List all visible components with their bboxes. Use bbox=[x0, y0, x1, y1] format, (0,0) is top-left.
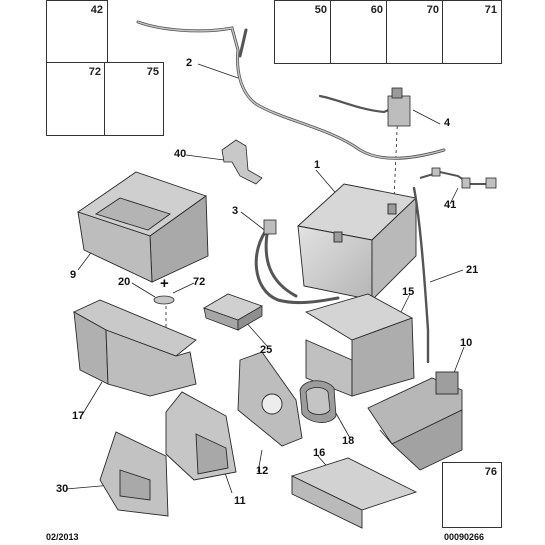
part-number: 60 bbox=[370, 4, 383, 16]
callout-11[interactable]: 11 bbox=[234, 495, 246, 507]
callout-16[interactable]: 16 bbox=[313, 447, 326, 459]
part-number: 42 bbox=[90, 4, 103, 16]
control-module-25 bbox=[203, 293, 263, 331]
callout-41[interactable]: 41 bbox=[444, 199, 457, 211]
callout-9[interactable]: 9 bbox=[70, 269, 77, 281]
part-box-75[interactable]: 75 bbox=[104, 62, 164, 136]
callout-30[interactable]: 30 bbox=[56, 483, 69, 495]
part-box-70[interactable]: 70 bbox=[386, 0, 444, 64]
part-number: 75 bbox=[146, 66, 159, 78]
callout-3[interactable]: 3 bbox=[232, 205, 239, 217]
part-number: 76 bbox=[484, 466, 497, 478]
cable-harness-2-outline bbox=[137, 21, 445, 159]
callout-15[interactable]: 15 bbox=[402, 286, 415, 298]
plus-sign: + bbox=[160, 275, 169, 292]
bracket-11 bbox=[165, 391, 237, 481]
insulation-cover-15 bbox=[304, 293, 415, 397]
support-bracket-17 bbox=[73, 299, 197, 397]
part-box-76[interactable]: 76 bbox=[442, 462, 502, 528]
battery-1 bbox=[297, 183, 417, 302]
terminal-clamp-4 bbox=[387, 87, 411, 127]
battery-tray-9 bbox=[77, 171, 209, 283]
callout-12[interactable]: 12 bbox=[256, 465, 269, 477]
lead-21 bbox=[412, 186, 430, 364]
callout-20[interactable]: 20 bbox=[118, 276, 131, 288]
ground-strap-41-tabs bbox=[431, 167, 497, 189]
washer-20 bbox=[153, 295, 175, 305]
part-box-42[interactable]: 42 bbox=[46, 0, 108, 64]
callout-10[interactable]: 10 bbox=[460, 337, 473, 349]
floor-mat-16 bbox=[290, 457, 418, 529]
callout-2[interactable]: 2 bbox=[186, 57, 193, 69]
footer-date: 02/2013 bbox=[46, 532, 79, 542]
seal-18 bbox=[299, 380, 337, 423]
part-number: 72 bbox=[88, 66, 101, 78]
callout-18[interactable]: 18 bbox=[342, 435, 355, 447]
part-box-72[interactable]: 72 bbox=[46, 62, 106, 136]
callout-17[interactable]: 17 bbox=[72, 410, 85, 422]
negative-cable-3 bbox=[254, 226, 340, 305]
battery-cover-10 bbox=[367, 371, 463, 471]
ground-strap-41 bbox=[419, 170, 492, 185]
callout-72[interactable]: 72 bbox=[193, 276, 206, 288]
bracket-12 bbox=[237, 351, 303, 447]
callout-4[interactable]: 4 bbox=[444, 117, 451, 129]
callout-1[interactable]: 1 bbox=[314, 159, 321, 171]
part-number: 71 bbox=[484, 4, 497, 16]
part-number: 50 bbox=[314, 4, 327, 16]
part-box-71[interactable]: 71 bbox=[442, 0, 502, 64]
footer-reference: 00090266 bbox=[444, 532, 485, 542]
callout-25[interactable]: 25 bbox=[260, 344, 273, 356]
bracket-40 bbox=[221, 139, 263, 185]
callout-40[interactable]: 40 bbox=[174, 148, 187, 160]
negative-clamp bbox=[263, 219, 277, 235]
leader-lines bbox=[65, 63, 465, 494]
bracket-30 bbox=[99, 431, 169, 517]
part-box-60[interactable]: 60 bbox=[330, 0, 388, 64]
callout-21[interactable]: 21 bbox=[466, 264, 479, 276]
part-number: 70 bbox=[426, 4, 439, 16]
part-box-50[interactable]: 50 bbox=[274, 0, 332, 64]
